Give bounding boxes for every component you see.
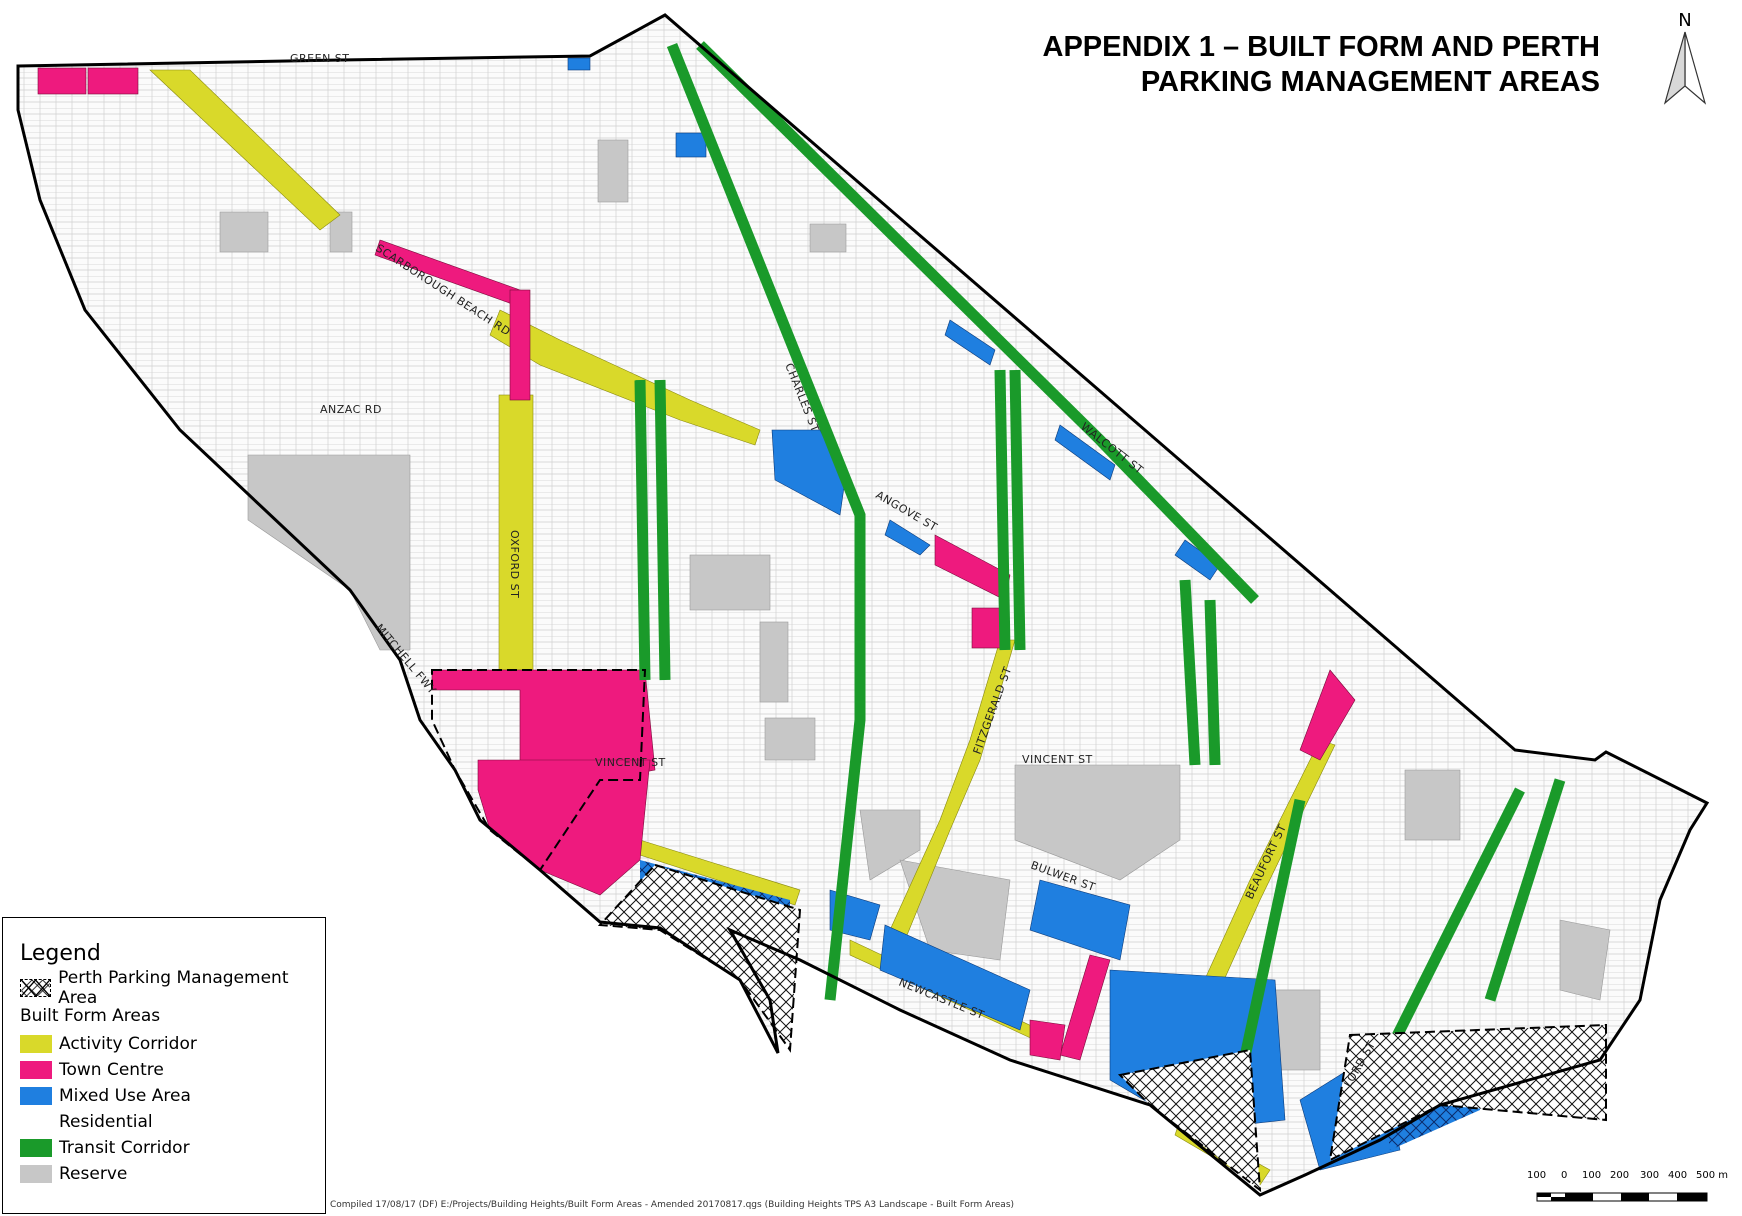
legend-item-reserve: Reserve xyxy=(20,1162,127,1186)
legend-item-parking: Perth Parking Management Area xyxy=(20,968,325,1008)
road-label-vincent-st-west: VINCENT ST xyxy=(595,756,666,769)
scale-label: 500 m xyxy=(1696,1170,1729,1181)
legend-swatch-residential xyxy=(20,1113,52,1131)
legend-label-transit-corridor: Transit Corridor xyxy=(59,1138,190,1158)
map-title-line1: APPENDIX 1 – BUILT FORM AND PERTH xyxy=(1042,31,1601,63)
scale-label: 300 xyxy=(1640,1170,1660,1181)
road-label-vincent-st-east: VINCENT ST xyxy=(1022,753,1093,766)
scale-label: 100 xyxy=(1527,1170,1547,1181)
compiled-credit: Compiled 17/08/17 (DF) E:/Projects/Build… xyxy=(330,1200,1015,1210)
legend-label-activity-corridor: Activity Corridor xyxy=(59,1034,197,1054)
road-label-green-st: GREEN ST xyxy=(290,52,350,65)
scale-label: 200 xyxy=(1610,1170,1630,1181)
town-centre-areas xyxy=(37,67,1356,1061)
legend-swatch-parking xyxy=(20,979,52,997)
map-legend: Legend Perth Parking Management Area Bui… xyxy=(2,917,326,1214)
legend-item-mixed-use: Mixed Use Area xyxy=(20,1084,191,1108)
map-title-line2: PARKING MANAGEMENT AREAS xyxy=(1140,66,1600,98)
legend-item-transit-corridor: Transit Corridor xyxy=(20,1136,190,1160)
legend-builtform-heading: Built Form Areas xyxy=(20,1006,161,1026)
legend-item-residential: Residential xyxy=(20,1110,153,1134)
north-arrow-icon: N xyxy=(1660,8,1710,108)
legend-label-parking: Perth Parking Management Area xyxy=(58,968,289,1008)
road-label-oxford-st: OXFORD ST xyxy=(508,530,521,598)
legend-item-activity-corridor: Activity Corridor xyxy=(20,1032,197,1056)
scale-label: 100 xyxy=(1582,1170,1602,1181)
transit-corridor-areas xyxy=(634,41,1566,1082)
legend-swatch-transit-corridor xyxy=(20,1139,52,1157)
scale-label: 0 xyxy=(1561,1170,1568,1181)
legend-swatch-town-centre xyxy=(20,1061,52,1079)
legend-swatch-mixed-use xyxy=(20,1087,52,1105)
legend-item-town-centre: Town Centre xyxy=(20,1058,164,1082)
legend-label-mixed-use: Mixed Use Area xyxy=(59,1086,191,1106)
scale-label: 400 xyxy=(1668,1170,1688,1181)
north-label: N xyxy=(1678,10,1691,31)
legend-label-residential: Residential xyxy=(59,1112,153,1132)
north-arrow-graphic: N xyxy=(1663,10,1707,105)
legend-swatch-activity-corridor xyxy=(20,1035,52,1053)
map-title: APPENDIX 1 – BUILT FORM AND PERTH PARKIN… xyxy=(1043,30,1601,100)
scale-bar xyxy=(1536,1192,1708,1202)
legend-label-town-centre: Town Centre xyxy=(59,1060,164,1080)
road-label-anzac-rd: ANZAC RD xyxy=(320,403,382,416)
legend-title: Legend xyxy=(20,941,101,966)
legend-swatch-reserve xyxy=(20,1165,52,1183)
legend-label-reserve: Reserve xyxy=(59,1164,128,1184)
lga-boundary xyxy=(16,13,1710,1197)
